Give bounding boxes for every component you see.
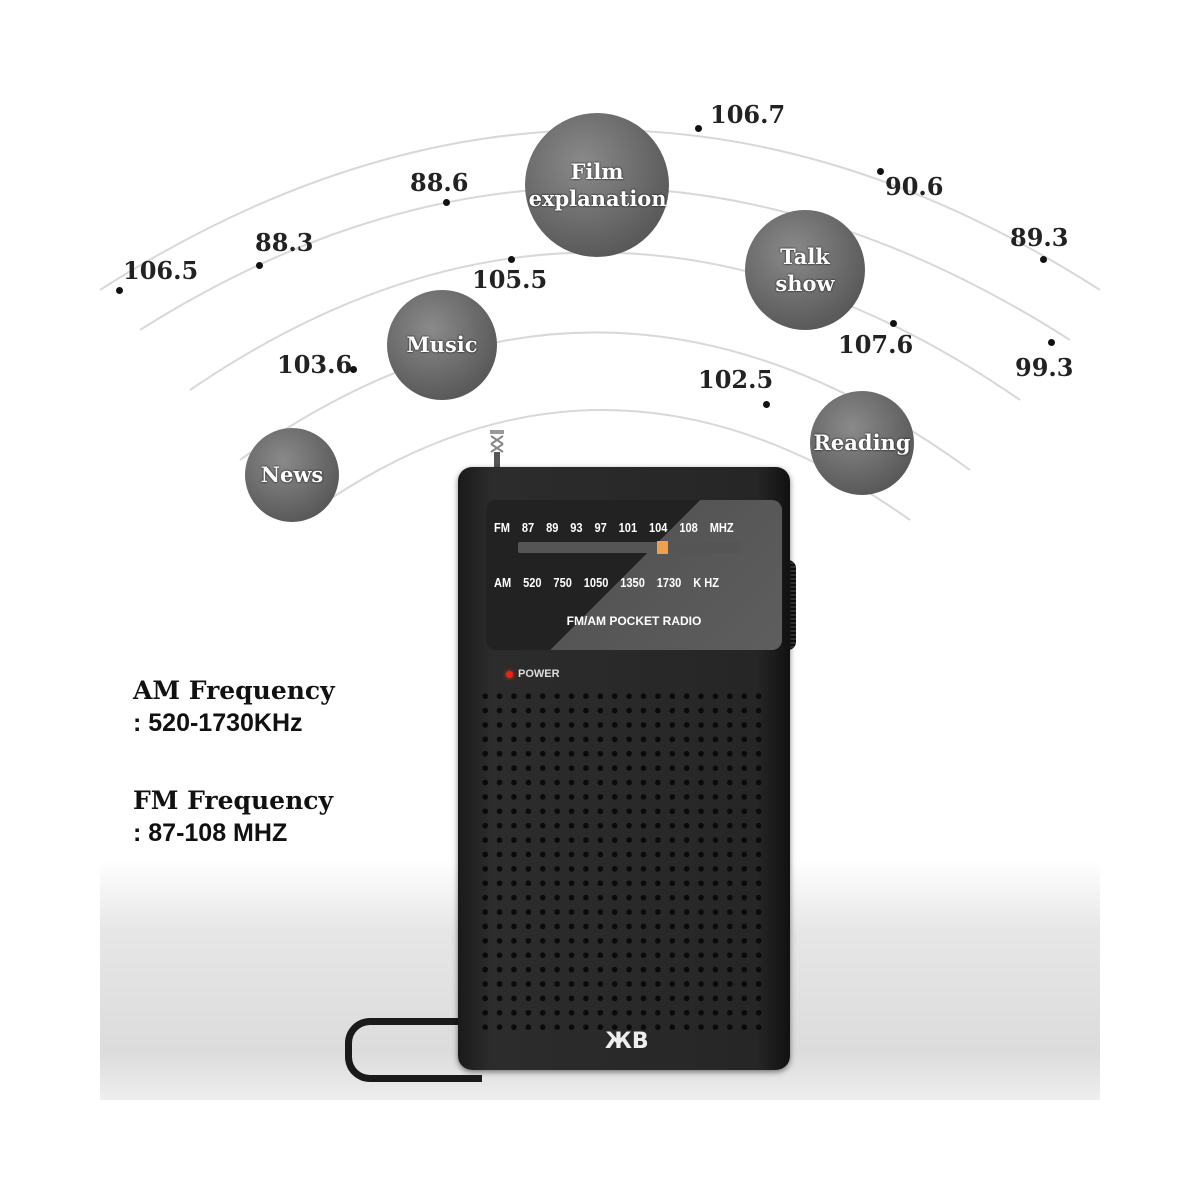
model-label: FM/AM POCKET RADIO [566, 614, 702, 628]
fm-frequency-spec: FM Frequency : 87-108 MHZ [133, 786, 333, 848]
am-scale: AM 520 750 1050 1350 1730 K HZ [494, 575, 731, 590]
frequency-label: 102.5 [698, 365, 774, 394]
program-bubble: Film explanation [525, 113, 669, 257]
frequency-dot [256, 262, 263, 269]
am-scale-label: 1350 [620, 575, 645, 590]
frequency-label: 88.6 [410, 168, 469, 197]
speaker-grille [478, 689, 770, 1039]
frequency-dot [877, 168, 884, 175]
program-label: News [260, 462, 324, 488]
fm-frequency-title: FM Frequency [133, 786, 333, 815]
fm-scale: FM 87 89 93 97 101 104 108 MHZ [494, 520, 746, 535]
frequency-dot [116, 287, 123, 294]
tuning-needle [657, 541, 669, 554]
frequency-label: 107.6 [838, 330, 914, 359]
am-scale-label: K HZ [693, 575, 720, 590]
frequency-dot [763, 401, 770, 408]
fm-scale-label: FM [494, 520, 510, 535]
program-label: Music [406, 332, 478, 358]
fm-scale-label: 104 [649, 520, 668, 535]
program-bubble: Music [387, 290, 497, 400]
tuning-dial: FM 87 89 93 97 101 104 108 MHZ AM 520 750 1050 1350 1… [486, 500, 782, 650]
frequency-dot [508, 256, 515, 263]
power-label: POWER [518, 668, 560, 680]
frequency-dot [1040, 256, 1047, 263]
frequency-dot [1048, 339, 1055, 346]
frequency-dot [443, 199, 450, 206]
frequency-label: 90.6 [885, 172, 944, 201]
am-scale-label: 520 [523, 575, 542, 590]
wrist-strap [345, 1018, 482, 1082]
am-scale-label: 750 [553, 575, 572, 590]
program-bubble: Talk show [745, 210, 865, 330]
frequency-dot [350, 366, 357, 373]
power-led-icon [506, 670, 513, 678]
am-scale-label: 1730 [656, 575, 682, 590]
fm-scale-label: 108 [679, 520, 698, 535]
frequency-label: 89.3 [1010, 223, 1069, 252]
am-scale-label: 1050 [583, 575, 609, 590]
fm-scale-label: 97 [594, 520, 607, 535]
antenna-icon [490, 430, 504, 470]
tuning-track [518, 541, 740, 554]
frequency-dot [695, 125, 702, 132]
fm-scale-label: 101 [618, 520, 638, 535]
frequency-label: 103.6 [277, 350, 353, 379]
am-scale-label: AM [494, 575, 512, 590]
fm-scale-label: 87 [521, 520, 535, 535]
program-label: Reading [813, 430, 911, 456]
program-label: Talk show [775, 243, 835, 296]
fm-scale-label: MHZ [709, 520, 734, 535]
frequency-dot [890, 320, 897, 327]
am-frequency-value: : 520-1730KHz [133, 709, 303, 737]
am-frequency-title: AM Frequency [133, 676, 335, 705]
fm-frequency-value: : 87-108 MHZ [133, 819, 288, 847]
power-indicator: POWER [506, 668, 560, 680]
frequency-label: 106.5 [123, 256, 199, 285]
program-bubble: Reading [810, 391, 914, 495]
am-frequency-spec: AM Frequency : 520-1730KHz [133, 676, 335, 738]
frequency-label: 88.3 [255, 228, 314, 257]
program-label: Film explanation [528, 158, 667, 211]
fm-scale-label: 89 [546, 520, 559, 535]
fm-scale-label: 93 [570, 520, 583, 535]
frequency-label: 106.7 [710, 100, 786, 129]
frequency-label: 105.5 [472, 265, 548, 294]
program-bubble: News [245, 428, 339, 522]
frequency-label: 99.3 [1015, 353, 1074, 382]
pocket-radio: FM 87 89 93 97 101 104 108 MHZ AM 520 750 1050 1350 1… [458, 467, 790, 1070]
brand-logo: ЖB [605, 1029, 649, 1054]
